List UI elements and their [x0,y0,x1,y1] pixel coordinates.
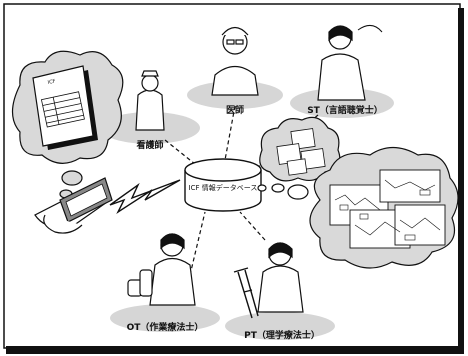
database-label: ICF 情報データベース [189,183,258,192]
nurse-label: 看護師 [136,139,163,151]
ot-shadow [110,304,220,332]
pt-shadow [225,312,335,340]
handheld-terminal-icon [34,177,113,234]
ot-label: OT（作業療法士） [127,321,204,333]
doctor-label: 医師 [226,104,244,116]
doctor-figure [211,26,259,96]
document-header: ICF [47,78,56,86]
charts-thought-cloud [309,146,459,269]
ot-figure [127,233,196,306]
lightning-icon [109,179,181,214]
st-figure [317,25,383,101]
upper-right-cloud [259,116,341,182]
st-label: ST（言語聴覚士） [307,104,383,116]
st-shadow [290,88,394,118]
frame-shadow-bottom [6,346,464,354]
document-icon: ICF [32,65,98,150]
database-cylinder-icon [184,158,262,212]
frame-shadow-right [458,8,464,354]
crutch-icon [233,267,259,319]
pt-figure [257,242,304,313]
nurse-figure [135,70,165,131]
pt-label: PT（理学療法士） [244,329,320,341]
